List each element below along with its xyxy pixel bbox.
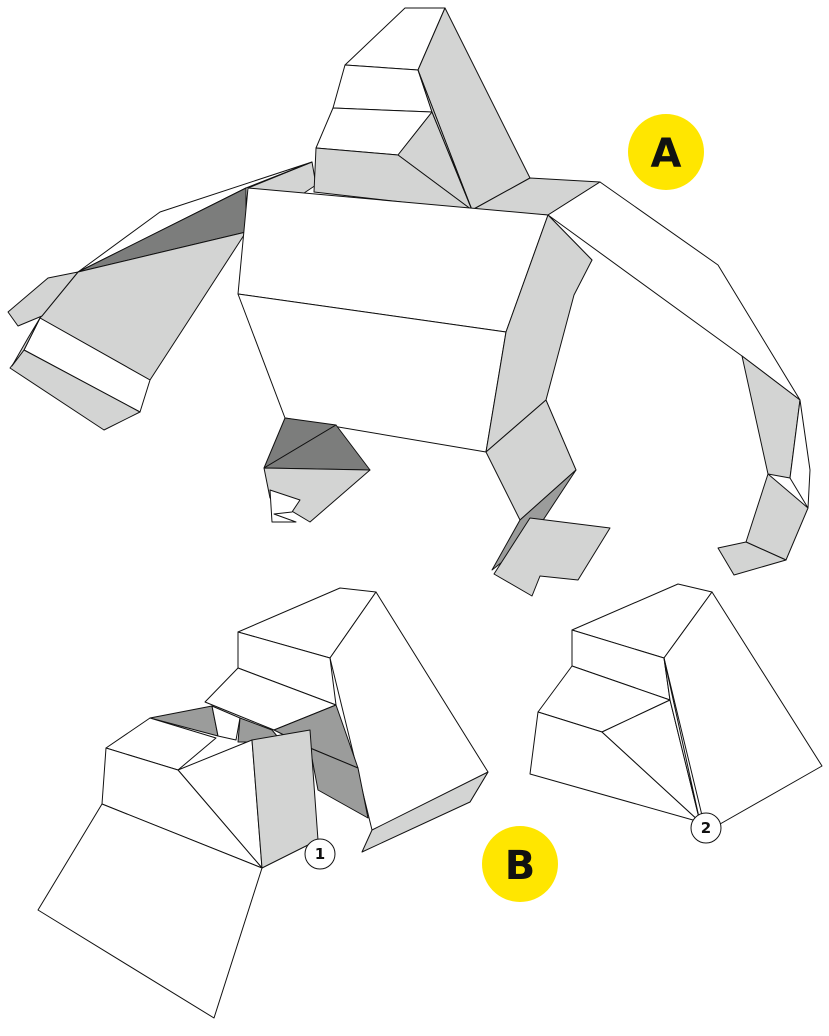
- callout-badge-b: B: [482, 826, 558, 902]
- callout-a-label: A: [651, 131, 682, 177]
- head-assembly-step-2: 2: [530, 584, 822, 843]
- left-leg: [264, 418, 370, 522]
- callout-badge-a: A: [628, 114, 704, 190]
- step-2-number: 2: [701, 819, 711, 837]
- step-1-number: 1: [315, 845, 325, 863]
- head-assembly-step-1: 1: [38, 588, 488, 1018]
- callout-b-label: B: [505, 843, 536, 889]
- head: [314, 8, 530, 210]
- assembled-gorilla-model: A: [8, 8, 810, 596]
